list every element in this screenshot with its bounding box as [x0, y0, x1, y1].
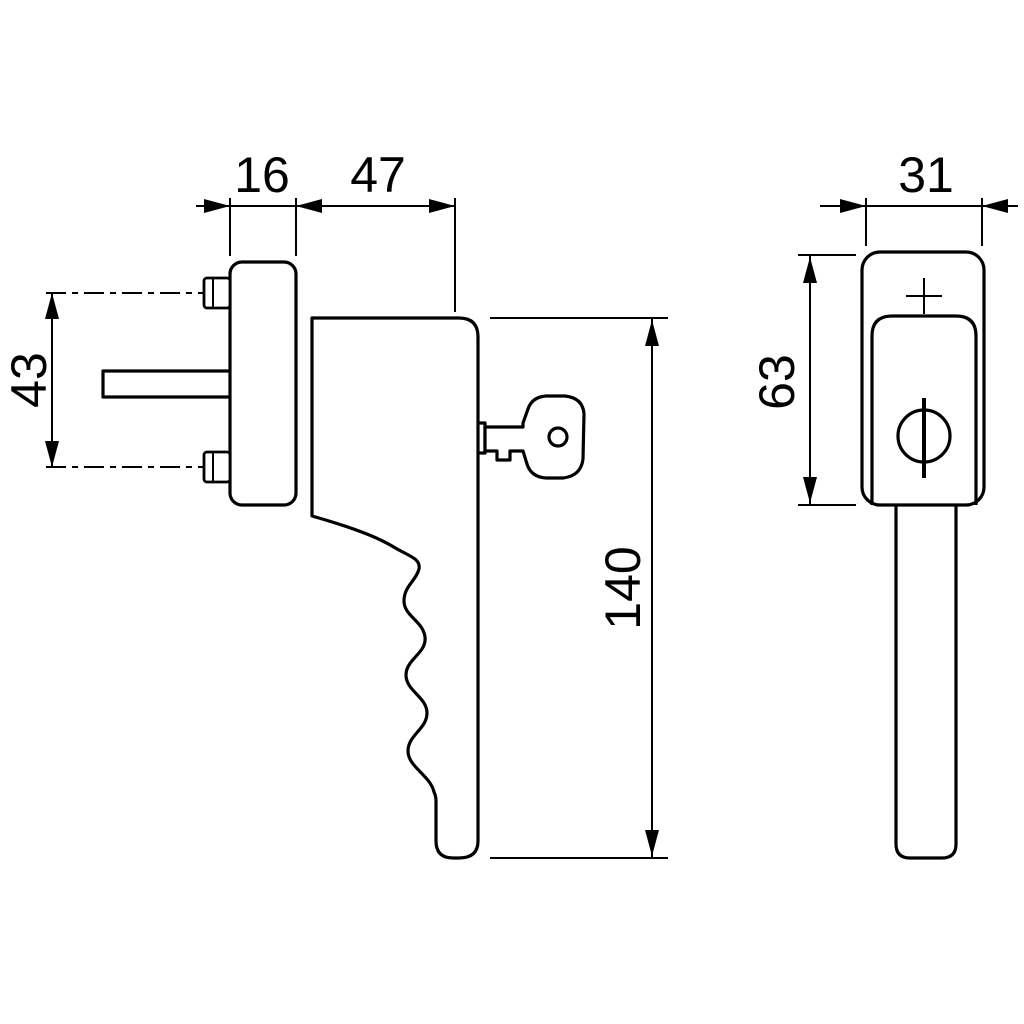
dim-label-screw-spacing: 43 [1, 352, 57, 408]
key-icon [483, 394, 586, 480]
dim-label-handle-width: 31 [898, 147, 954, 203]
dimensions-side-view: 16 47 43 140 [1, 147, 668, 859]
arrowhead [45, 293, 59, 319]
arrowhead [803, 477, 817, 503]
plus-mark-icon [906, 278, 942, 314]
key-outline [483, 394, 586, 480]
arrowhead [645, 830, 659, 856]
dim-label-plate-depth: 16 [234, 147, 290, 203]
handle-lever-front [894, 505, 958, 860]
spindle-shaft [101, 369, 234, 399]
handle-body-side [310, 316, 480, 860]
key-hole [547, 426, 569, 448]
arrowhead [296, 199, 322, 213]
front-view [860, 250, 986, 860]
arrowhead [45, 441, 59, 467]
dim-label-rose-height: 63 [749, 354, 805, 410]
lock-cylinder-front [896, 398, 952, 478]
screw-bottom [202, 450, 232, 484]
backplate-side [228, 260, 298, 507]
dim-label-handle-depth: 47 [350, 147, 406, 203]
screw-top-head [202, 276, 232, 310]
dim-label-handle-length: 140 [595, 546, 651, 629]
screw-top [202, 276, 232, 310]
dimensions-front-view: 31 63 [749, 147, 1018, 506]
arrowhead [429, 199, 455, 213]
side-view [46, 260, 586, 860]
screw-bottom-head [202, 450, 232, 484]
handle-head-front [870, 314, 978, 505]
arrowhead [982, 199, 1008, 213]
arrowhead [645, 320, 659, 346]
arrowhead [840, 199, 866, 213]
arrowhead [803, 257, 817, 283]
arrowhead [204, 199, 230, 213]
